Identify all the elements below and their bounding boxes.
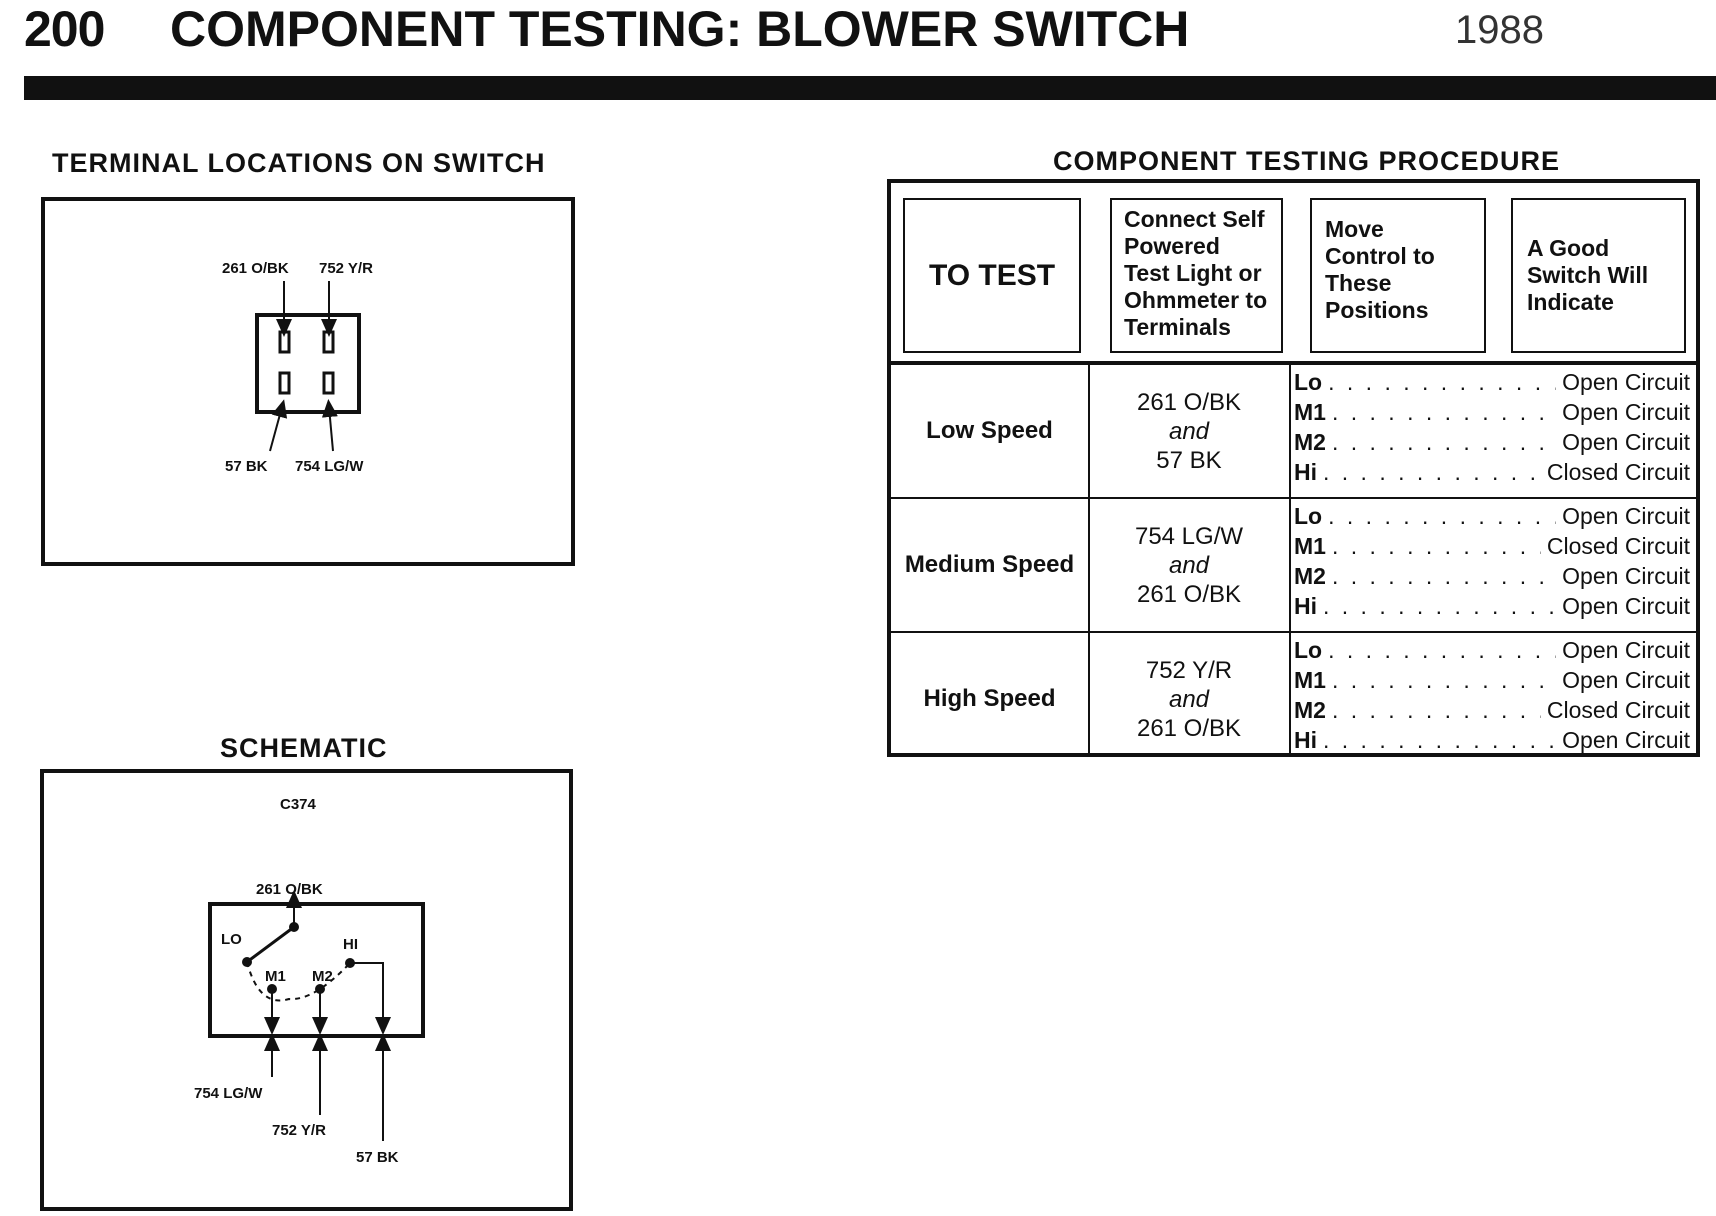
table-row: High Speed 752 Y/R and 261 O/BK Lo. . . … bbox=[891, 633, 1696, 765]
schematic-svg: C374 261 O/BK LO M1 M2 HI 754 LG/W 752 Y… bbox=[194, 796, 425, 1166]
page-number: 200 bbox=[24, 1, 105, 57]
position-line: Hi. . . . . . . . . . . . . . . . . . . … bbox=[1294, 727, 1690, 753]
terminal-diagram-svg: 261 O/BK 752 Y/R 57 BK 754 LG/W bbox=[222, 260, 373, 475]
position-line: M1. . . . . . . . . . . . . . . . . . . … bbox=[1294, 667, 1690, 693]
test-terminals: 754 LG/W and 261 O/BK bbox=[1089, 499, 1289, 631]
position-label-m1: M1 bbox=[265, 968, 286, 985]
header-good-switch: A Good Switch Will Indicate bbox=[1511, 198, 1686, 353]
position-line: Hi. . . . . . . . . . . . . . . . . . . … bbox=[1294, 593, 1690, 619]
position-line: M1. . . . . . . . . . . . . . . . . . . … bbox=[1294, 399, 1690, 425]
terminal-pin bbox=[322, 371, 335, 395]
column-divider bbox=[1088, 365, 1090, 753]
position-name: M2 bbox=[1294, 697, 1326, 723]
procedure-title: COMPONENT TESTING PROCEDURE bbox=[1053, 146, 1561, 176]
position-name: Lo bbox=[1294, 637, 1323, 663]
terminal-pin bbox=[278, 330, 291, 354]
position-result: Open Circuit bbox=[1562, 593, 1690, 619]
page-title: COMPONENT TESTING: BLOWER SWITCH bbox=[170, 1, 1190, 57]
position-result: Open Circuit bbox=[1562, 503, 1690, 529]
position-label-hi: HI bbox=[343, 936, 358, 953]
position-results: Lo. . . . . . . . . . . . . . . . . . . … bbox=[1294, 365, 1690, 497]
procedure-table: TO TEST Connect Self Powered Test Light … bbox=[887, 179, 1700, 757]
position-label-m2: M2 bbox=[312, 968, 333, 985]
position-result: Open Circuit bbox=[1562, 563, 1690, 589]
position-name: M1 bbox=[1294, 399, 1326, 425]
test-name: Low Speed bbox=[926, 417, 1053, 444]
position-name: Lo bbox=[1294, 369, 1323, 395]
position-line: M2. . . . . . . . . . . . . . . . . . . … bbox=[1294, 429, 1690, 455]
schematic-diagram: C374 261 O/BK LO M1 M2 HI 754 LG/W 752 Y… bbox=[40, 769, 573, 1211]
position-line: Lo. . . . . . . . . . . . . . . . . . . … bbox=[1294, 369, 1690, 395]
terminal-locations-title: TERMINAL LOCATIONS ON SWITCH bbox=[52, 148, 546, 178]
position-name: M2 bbox=[1294, 563, 1326, 589]
output-label: 57 BK bbox=[356, 1149, 399, 1166]
test-terminals: 752 Y/R and 261 O/BK bbox=[1089, 633, 1289, 765]
terminal-b: 261 O/BK bbox=[1136, 714, 1242, 742]
terminal-b: 57 BK bbox=[1156, 446, 1222, 474]
table-row: Low Speed 261 O/BK and 57 BK Lo. . . . .… bbox=[891, 365, 1696, 497]
header-to-test: TO TEST bbox=[903, 198, 1081, 353]
test-name: High Speed bbox=[923, 685, 1056, 712]
output-label: 754 LG/W bbox=[194, 1085, 263, 1102]
position-name: Hi bbox=[1294, 593, 1317, 619]
position-name: Hi bbox=[1294, 459, 1317, 485]
position-result: Open Circuit bbox=[1562, 667, 1690, 693]
header-rule bbox=[24, 76, 1716, 100]
position-label-lo: LO bbox=[221, 931, 242, 948]
connector-id: C374 bbox=[280, 796, 317, 813]
terminal-pin bbox=[322, 330, 335, 354]
position-line: Hi. . . . . . . . . . . . . . . . . . . … bbox=[1294, 459, 1690, 485]
column-divider bbox=[1289, 365, 1291, 753]
position-line: Lo. . . . . . . . . . . . . . . . . . . … bbox=[1294, 503, 1690, 529]
terminal-label: 261 O/BK bbox=[222, 260, 289, 277]
terminal-label: 752 Y/R bbox=[319, 260, 373, 277]
position-name: Lo bbox=[1294, 503, 1323, 529]
terminal-locations-diagram: 261 O/BK 752 Y/R 57 BK 754 LG/W bbox=[41, 197, 575, 566]
position-result: Closed Circuit bbox=[1546, 533, 1690, 559]
connector-outline bbox=[255, 313, 361, 414]
position-result: Open Circuit bbox=[1562, 369, 1690, 395]
terminal-a: 752 Y/R bbox=[1145, 656, 1233, 684]
schematic-title: SCHEMATIC bbox=[220, 733, 388, 763]
position-result: Open Circuit bbox=[1562, 727, 1690, 753]
position-name: M1 bbox=[1294, 533, 1326, 559]
terminal-b: 261 O/BK bbox=[1136, 580, 1242, 608]
table-row: Medium Speed 754 LG/W and 261 O/BK Lo. .… bbox=[891, 499, 1696, 631]
header-connect-terminals: Connect Self Powered Test Light or Ohmme… bbox=[1110, 198, 1283, 353]
position-results: Lo. . . . . . . . . . . . . . . . . . . … bbox=[1294, 633, 1690, 765]
position-name: M2 bbox=[1294, 429, 1326, 455]
header-divider bbox=[891, 361, 1696, 365]
input-label: 261 O/BK bbox=[256, 881, 323, 898]
model-year: 1988 bbox=[1455, 8, 1544, 52]
position-result: Open Circuit bbox=[1562, 399, 1690, 425]
position-result: Closed Circuit bbox=[1546, 459, 1690, 485]
terminal-a: 261 O/BK bbox=[1136, 388, 1242, 416]
position-name: Hi bbox=[1294, 727, 1317, 753]
position-result: Open Circuit bbox=[1562, 637, 1690, 663]
position-name: M1 bbox=[1294, 667, 1326, 693]
terminal-label: 57 BK bbox=[225, 458, 268, 475]
output-label: 752 Y/R bbox=[272, 1122, 326, 1139]
terminal-and: and bbox=[1168, 685, 1210, 713]
position-line: M2. . . . . . . . . . . . . . . . . . . … bbox=[1294, 697, 1690, 723]
header-move-control: Move Control to These Positions bbox=[1310, 198, 1486, 353]
position-line: M2. . . . . . . . . . . . . . . . . . . … bbox=[1294, 563, 1690, 589]
terminal-and: and bbox=[1168, 417, 1210, 445]
position-line: Lo. . . . . . . . . . . . . . . . . . . … bbox=[1294, 637, 1690, 663]
position-result: Closed Circuit bbox=[1546, 697, 1690, 723]
position-result: Open Circuit bbox=[1562, 429, 1690, 455]
terminal-pin bbox=[278, 371, 291, 395]
position-results: Lo. . . . . . . . . . . . . . . . . . . … bbox=[1294, 499, 1690, 631]
row-divider bbox=[891, 631, 1696, 633]
terminal-label: 754 LG/W bbox=[295, 458, 364, 475]
terminal-a: 754 LG/W bbox=[1134, 522, 1244, 550]
terminal-and: and bbox=[1168, 551, 1210, 579]
test-terminals: 261 O/BK and 57 BK bbox=[1089, 365, 1289, 497]
test-name: Medium Speed bbox=[904, 551, 1075, 578]
position-line: M1. . . . . . . . . . . . . . . . . . . … bbox=[1294, 533, 1690, 559]
row-divider bbox=[891, 497, 1696, 499]
